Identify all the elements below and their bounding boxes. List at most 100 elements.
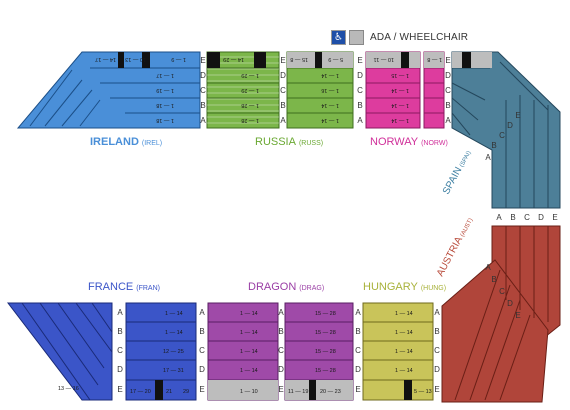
- section-austria[interactable]: [441, 225, 561, 403]
- seat-range: 1 — 10: [240, 389, 258, 395]
- row-letter: D: [355, 365, 361, 374]
- seat-range: 1 — 19: [156, 87, 174, 93]
- row-letter: C: [280, 86, 286, 95]
- seat-range: 1 — 14: [395, 330, 413, 336]
- row-letter: C: [434, 346, 440, 355]
- russia-label: RUSSIA(RUSS): [255, 136, 323, 148]
- seat-range: 1 — 14: [165, 311, 183, 317]
- row-letter: C: [499, 287, 505, 296]
- seat-range: 1 — 8: [427, 56, 442, 62]
- seat-range: 1 — 16: [321, 87, 339, 93]
- seat-range: 1 — 29: [241, 72, 259, 78]
- seat-range: 1 — 14: [240, 311, 258, 317]
- row-letter: B: [355, 327, 360, 336]
- seat-range: 1 — 14: [321, 102, 339, 108]
- seat-range: 12 — 25: [163, 349, 184, 355]
- seat-range: 1 — 14: [395, 311, 413, 317]
- row-letter: E: [515, 111, 520, 120]
- row-letter: D: [199, 365, 205, 374]
- seat-range: 1 — 14: [165, 330, 183, 336]
- seat-range: 20 — 23: [320, 389, 341, 395]
- spain-label: SPAIN(SPAI): [441, 148, 473, 196]
- row-letter: B: [117, 327, 122, 336]
- seat-range: 5 — 9: [328, 56, 343, 62]
- seat-range: 15 — 28: [315, 311, 336, 317]
- seat-range: 1 — 18: [156, 102, 174, 108]
- row-letter: A: [199, 308, 205, 317]
- row-letter: D: [357, 71, 363, 80]
- row-letter: D: [538, 213, 544, 222]
- seat-range: 1 — 14: [391, 102, 409, 108]
- section-dragon[interactable]: [207, 302, 354, 401]
- wheelchair-icon: ♿: [331, 29, 346, 45]
- row-letter: C: [357, 86, 363, 95]
- seat-range: 1 — 18: [156, 117, 174, 123]
- row-letter: E: [552, 213, 557, 222]
- seat-range: 1 — 14: [240, 349, 258, 355]
- row-letter: C: [278, 346, 284, 355]
- dragon-label: DRAGON(DRAG): [248, 281, 324, 293]
- section-france[interactable]: [6, 302, 197, 401]
- ada-swatch: [349, 29, 364, 45]
- seat-range: 11 — 19: [288, 389, 308, 395]
- legend-label: ADA / WHEELCHAIR: [370, 31, 469, 43]
- austria-label: AUSTRIA(AUST): [435, 216, 475, 279]
- row-letter: A: [496, 213, 502, 222]
- section-spain[interactable]: [451, 51, 561, 209]
- seat-range: 1 — 28: [241, 102, 259, 108]
- row-letter: E: [200, 56, 205, 65]
- seat-range: 1 — 14: [391, 117, 409, 123]
- row-letter: C: [355, 346, 361, 355]
- row-letter: D: [117, 365, 123, 374]
- seat-range: 14 — 17: [95, 56, 116, 62]
- seat-range: 15 — 28: [315, 349, 336, 355]
- row-letter: A: [445, 116, 451, 125]
- seat-range: 1 — 29: [241, 87, 259, 93]
- row-letter: E: [357, 56, 362, 65]
- seat-range: 1 — 14: [321, 72, 339, 78]
- seat-range: 1 — 14: [321, 117, 339, 123]
- seat-range: 1 — 17: [156, 72, 174, 78]
- seat-range: 1 — 15: [391, 72, 409, 78]
- france-label: FRANCE(FRAN): [88, 281, 160, 293]
- row-letter: A: [485, 153, 491, 162]
- seat-range: 1 — 14: [240, 368, 258, 374]
- seat-range: 1 — 14: [395, 349, 413, 355]
- row-letter: A: [200, 116, 206, 125]
- row-letter: B: [434, 327, 439, 336]
- hungary-label: HUNGARY(HUNG): [363, 281, 446, 293]
- row-letter: A: [355, 308, 361, 317]
- row-letter: E: [445, 56, 450, 65]
- row-letter: D: [507, 121, 513, 130]
- seat-range: 10 — 11: [374, 56, 394, 62]
- seat-range: 15 — 8: [290, 56, 308, 62]
- row-letter: B: [199, 327, 204, 336]
- row-letter: C: [445, 86, 451, 95]
- row-letter: A: [278, 308, 284, 317]
- row-letter: E: [515, 311, 520, 320]
- row-letter: B: [445, 101, 450, 110]
- section-norway[interactable]: [365, 51, 445, 129]
- row-letter: E: [434, 385, 439, 394]
- row-letter: A: [117, 308, 123, 317]
- section-ireland[interactable]: [16, 51, 201, 129]
- seat-range: 10 — 13: [125, 56, 146, 62]
- row-letter: B: [357, 101, 362, 110]
- row-letter: E: [199, 385, 204, 394]
- row-letter: B: [491, 141, 496, 150]
- section-hungary[interactable]: [362, 302, 434, 401]
- row-letter: C: [117, 346, 123, 355]
- row-letter: C: [499, 131, 505, 140]
- section-russia[interactable]: [206, 51, 354, 129]
- row-letter: D: [200, 71, 206, 80]
- row-letter: B: [278, 327, 283, 336]
- row-letter: D: [278, 365, 284, 374]
- row-letter: A: [434, 308, 440, 317]
- ireland-label: IRELAND(IREL): [90, 136, 162, 148]
- seat-range: 1 — 9: [171, 56, 186, 62]
- seat-range: 17 — 20: [130, 389, 151, 395]
- row-letter: A: [357, 116, 363, 125]
- row-letter: C: [200, 86, 206, 95]
- seat-range: 5 — 13: [414, 389, 432, 395]
- row-letter: E: [117, 385, 122, 394]
